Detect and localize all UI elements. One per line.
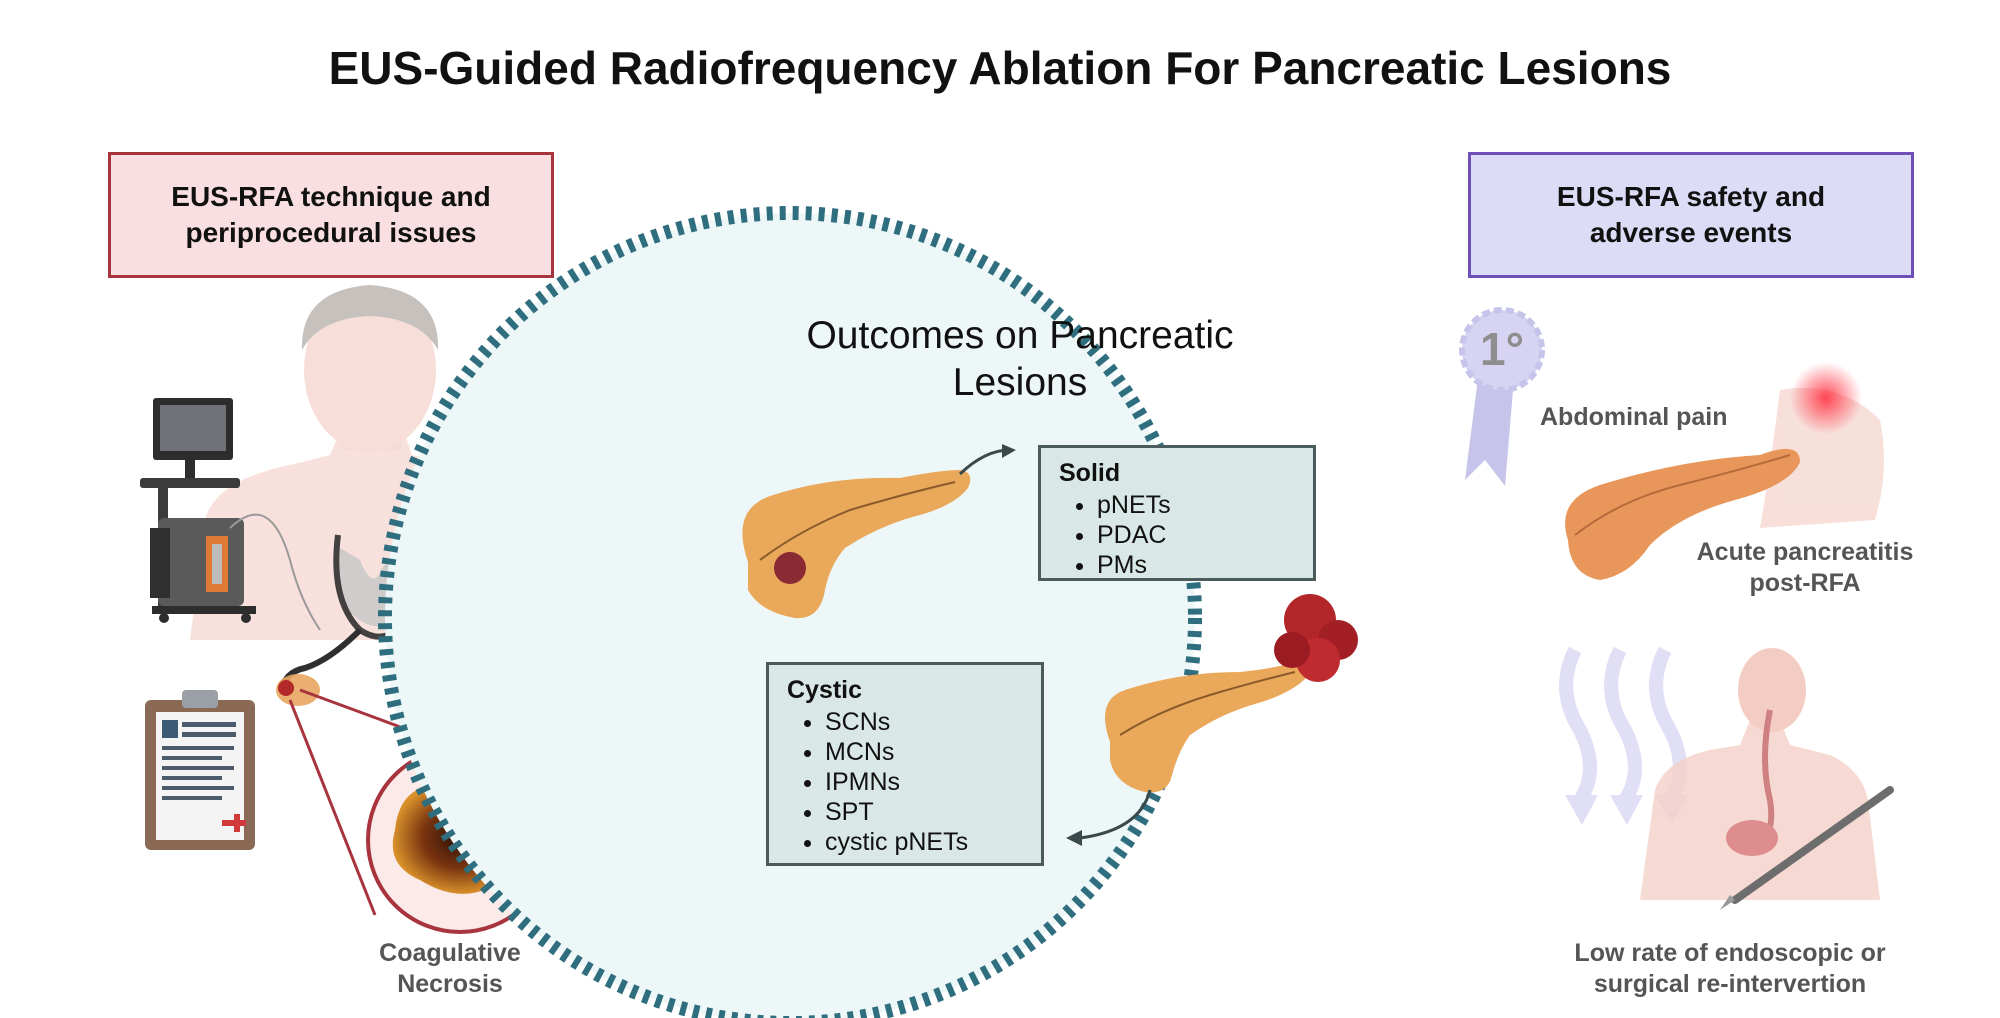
pancreas-solid-tumor-icon bbox=[742, 444, 1016, 619]
pancreas-cystic-tumor-icon bbox=[1066, 594, 1358, 846]
coagulative-necrosis-caption: Coagulative Necrosis bbox=[379, 939, 521, 998]
scalpel-icon bbox=[1720, 786, 1894, 910]
solid-lesions-box: Solid pNETs PDAC PMs bbox=[1038, 445, 1316, 581]
list-item: IPMNs bbox=[825, 767, 1023, 797]
right-panel-heading: EUS-RFA safety and adverse events bbox=[1468, 152, 1914, 278]
list-item: pNETs bbox=[1097, 490, 1295, 520]
abdominal-pain-caption: Abdominal pain bbox=[1540, 403, 1728, 431]
cystic-list: SCNs MCNs IPMNs SPT cystic pNETs bbox=[787, 707, 1023, 857]
left-panel-heading: EUS-RFA technique and periprocedural iss… bbox=[108, 152, 554, 278]
first-place-ribbon-icon bbox=[1459, 307, 1545, 486]
left-panel-heading-text: EUS-RFA technique and periprocedural iss… bbox=[171, 181, 491, 248]
list-item: SPT bbox=[825, 797, 1023, 827]
cystic-lesions-box: Cystic SCNs MCNs IPMNs SPT cystic pNETs bbox=[766, 662, 1044, 866]
solid-list: pNETs PDAC PMs bbox=[1059, 490, 1295, 580]
solid-heading: Solid bbox=[1059, 459, 1121, 487]
outcomes-heading: Outcomes on Pancreatic Lesions bbox=[806, 314, 1234, 404]
clipboard-icon bbox=[145, 690, 255, 850]
list-item: PMs bbox=[1097, 550, 1295, 580]
rfa-generator-icon bbox=[150, 513, 321, 631]
ribbon-label: 1° bbox=[1480, 323, 1524, 375]
reintervention-caption: Low rate of endoscopic or surgical re-in… bbox=[1574, 939, 1886, 998]
pancreatitis-caption: Acute pancreatitis post-RFA bbox=[1696, 538, 1914, 597]
patient-endoscopy-icon bbox=[1640, 648, 1880, 900]
list-item: cystic pNETs bbox=[825, 827, 1023, 857]
right-panel-heading-text: EUS-RFA safety and adverse events bbox=[1556, 181, 1826, 248]
list-item: SCNs bbox=[825, 707, 1023, 737]
page-title: EUS-Guided Radiofrequency Ablation For P… bbox=[328, 42, 1672, 94]
list-item: MCNs bbox=[825, 737, 1023, 767]
pancreatitis-pancreas-icon bbox=[1565, 448, 1800, 580]
list-item: PDAC bbox=[1097, 520, 1295, 550]
abdomen-pain-icon bbox=[1760, 362, 1884, 528]
cystic-heading: Cystic bbox=[787, 676, 863, 704]
pancreas-target-icon bbox=[276, 674, 320, 706]
